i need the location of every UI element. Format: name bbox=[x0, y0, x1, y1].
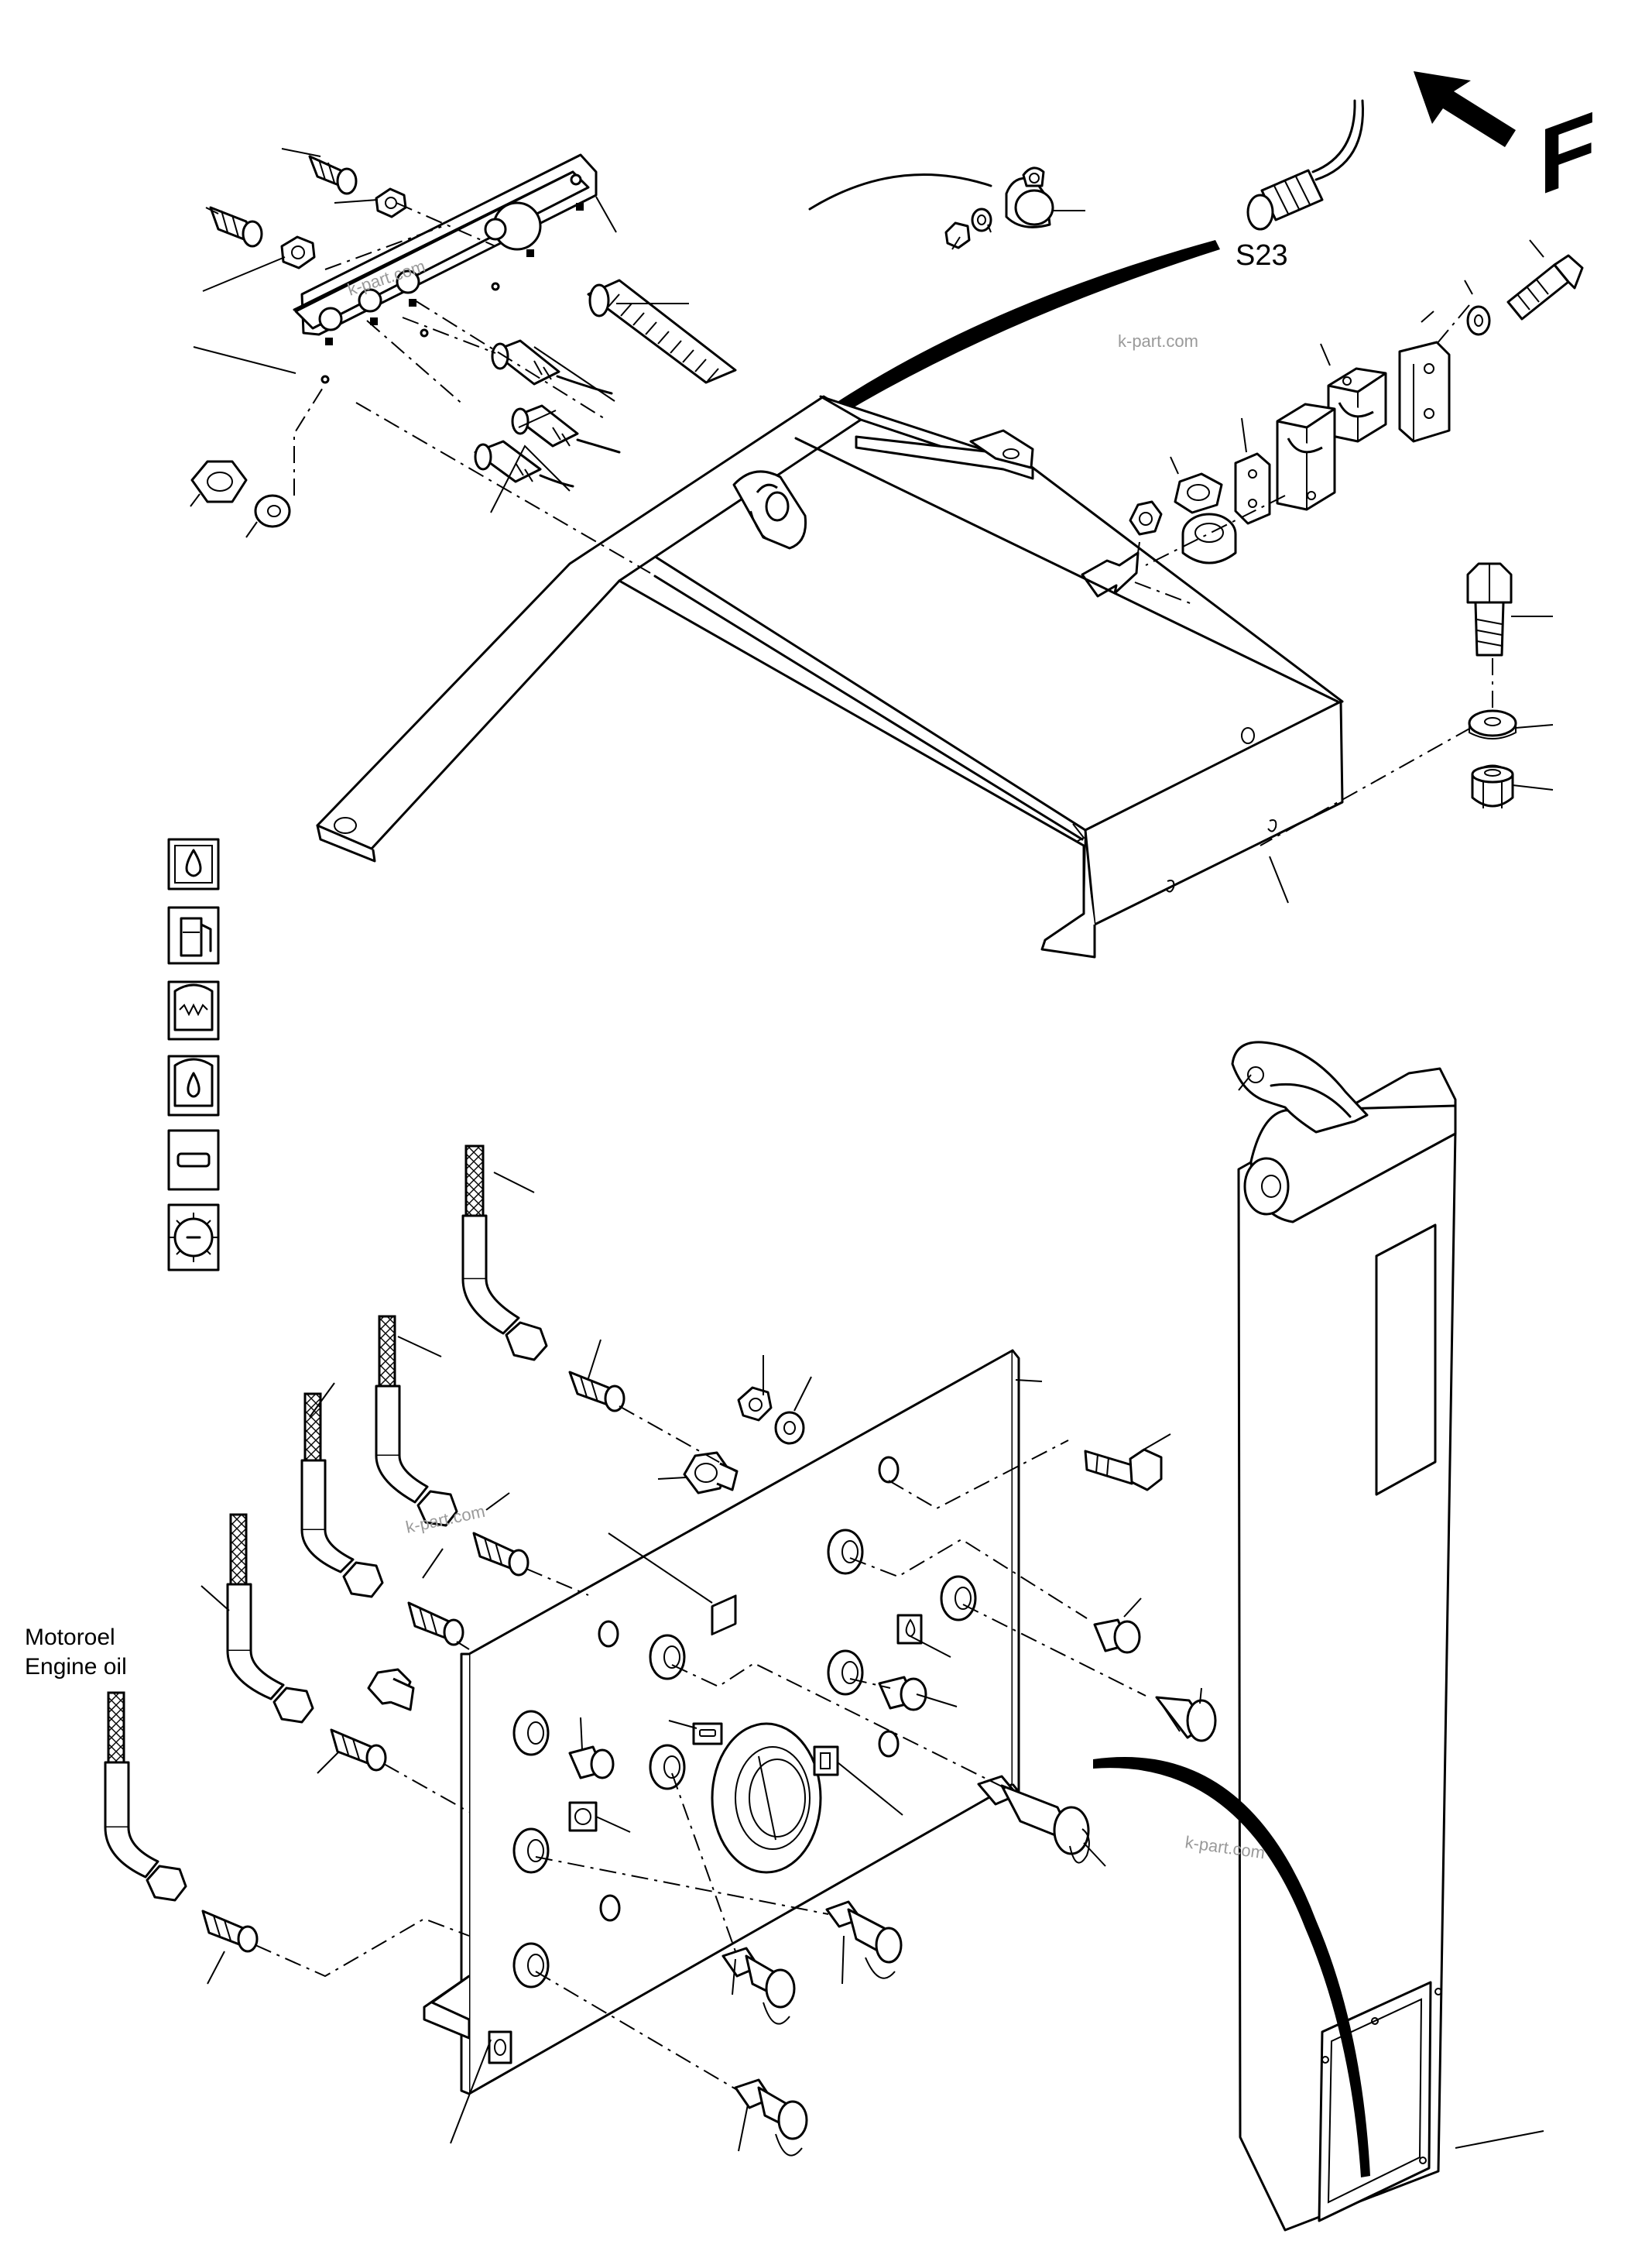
hose-4 bbox=[226, 1513, 387, 1772]
washer-clamp bbox=[971, 208, 992, 232]
panel-plug-top bbox=[683, 1451, 739, 1494]
nut-top-2 bbox=[280, 235, 316, 269]
bolt-long bbox=[1506, 254, 1584, 321]
panel-plug-right-1 bbox=[1093, 1618, 1141, 1654]
quick-coupler-3 bbox=[721, 1947, 796, 2025]
nut-frame-right bbox=[1129, 500, 1163, 536]
nut-top-1 bbox=[375, 187, 407, 218]
main-frame bbox=[316, 395, 1344, 959]
decal-fuel-pump-icon bbox=[813, 1745, 839, 1776]
hose-engine-oil-adapter bbox=[201, 1910, 259, 1953]
quick-coupler-4 bbox=[734, 2078, 808, 2157]
frame-lug bbox=[732, 470, 807, 550]
vertical-arm bbox=[1231, 1041, 1457, 2232]
direction-label: F bbox=[1539, 91, 1595, 215]
assembly-lines-bottom bbox=[255, 1405, 1146, 2091]
pipe-clamp bbox=[1005, 166, 1054, 228]
nut-large bbox=[190, 460, 248, 503]
sensor-label: S23 bbox=[1236, 239, 1288, 272]
hose-2 bbox=[375, 1315, 530, 1577]
direction-arrow bbox=[1414, 71, 1516, 147]
washer-small bbox=[254, 494, 291, 528]
wire-probe-2 bbox=[511, 404, 621, 454]
sight-glass-flange bbox=[711, 1722, 822, 1874]
hose-label-2: Engine oil bbox=[25, 1654, 127, 1680]
quick-coupler-large bbox=[977, 1775, 1090, 1864]
nut-lock bbox=[1471, 764, 1514, 808]
port-8 bbox=[512, 1942, 550, 1988]
leader-lines-top bbox=[190, 148, 1554, 904]
gear-icon bbox=[167, 1203, 220, 1271]
panel-washer-top bbox=[774, 1411, 805, 1445]
panel-decals bbox=[488, 1594, 923, 2064]
panel-plug-center bbox=[568, 1745, 615, 1779]
hose-label-1: Motoroel bbox=[25, 1625, 115, 1650]
washer-large bbox=[1468, 709, 1517, 739]
port-2 bbox=[940, 1575, 977, 1621]
quick-coupler-2 bbox=[825, 1900, 903, 1979]
clamp-cable bbox=[808, 173, 992, 211]
clamp-block-lower bbox=[1276, 403, 1336, 511]
clamp-plate-outer bbox=[1398, 341, 1451, 443]
panel-plug-right-2 bbox=[878, 1676, 927, 1711]
connector-panel bbox=[423, 1349, 1020, 2095]
washer-right-small bbox=[1466, 305, 1491, 336]
oil-pressure-icon bbox=[167, 1055, 220, 1117]
nut-clamp bbox=[944, 221, 971, 249]
fitting-top-2 bbox=[209, 206, 263, 248]
port-3 bbox=[649, 1634, 686, 1680]
decal-gear-icon bbox=[568, 1801, 598, 1832]
fuel-pump-icon bbox=[167, 906, 220, 965]
sensor-s23 bbox=[1246, 99, 1364, 231]
panel-ports bbox=[512, 1529, 977, 1988]
decal-coolant-icon bbox=[488, 2030, 512, 2064]
bolt-hex bbox=[1466, 562, 1513, 657]
port-6 bbox=[649, 1744, 686, 1790]
wire-probe-3 bbox=[474, 440, 574, 488]
wire-probe-1 bbox=[491, 339, 613, 395]
port-4 bbox=[827, 1649, 864, 1696]
panel-plug-left bbox=[367, 1668, 415, 1711]
leader-lines-bottom bbox=[201, 1172, 1202, 2152]
coolant-temperature-icon bbox=[167, 980, 220, 1041]
oil-drop-icon bbox=[167, 838, 220, 890]
hose-2-adapter bbox=[472, 1532, 530, 1577]
symbol-strip bbox=[167, 838, 220, 1271]
panel-nut-top bbox=[737, 1386, 773, 1422]
hose-engine-oil bbox=[104, 1691, 259, 1953]
port-1 bbox=[827, 1529, 864, 1575]
decal-oil-drop-icon bbox=[711, 1594, 737, 1636]
hose-3-adapter bbox=[407, 1601, 464, 1646]
mounting-plate-small bbox=[293, 153, 598, 384]
decal-oil-pressure-icon bbox=[896, 1614, 923, 1645]
hose-4-adapter bbox=[330, 1728, 387, 1772]
watermark-2: k-part.com bbox=[1118, 331, 1198, 351]
filter-icon bbox=[167, 1129, 220, 1191]
clamp-block-upper bbox=[1327, 367, 1387, 443]
sensor-cable bbox=[836, 240, 1220, 410]
grommet bbox=[1174, 472, 1237, 564]
panel-bolt-right bbox=[1084, 1448, 1163, 1491]
port-5 bbox=[512, 1710, 550, 1756]
decal-filter-icon bbox=[692, 1722, 723, 1745]
hose-1 bbox=[461, 1144, 625, 1412]
quick-coupler-1 bbox=[1155, 1696, 1217, 1742]
clamp-plate-inner bbox=[1234, 452, 1271, 525]
fitting-top-1 bbox=[308, 155, 358, 195]
port-7 bbox=[512, 1827, 550, 1874]
hose-3 bbox=[300, 1392, 464, 1646]
hose-1-adapter bbox=[568, 1371, 625, 1412]
leader-lines-arm bbox=[1238, 1074, 1544, 2149]
spring-guard bbox=[587, 279, 737, 384]
